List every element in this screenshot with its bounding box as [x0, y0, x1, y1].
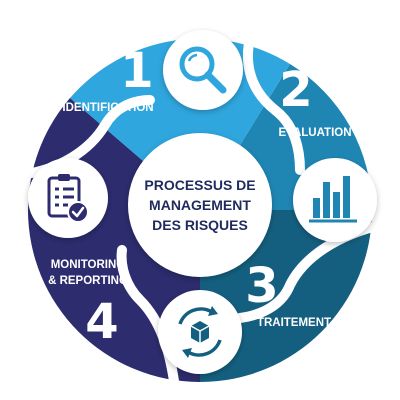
separator-top-right [243, 17, 305, 175]
icon-circle-1 [163, 30, 243, 110]
step-2-number: 2 [279, 62, 312, 118]
center-title-line-1: PROCESSUS DE [144, 177, 255, 193]
clipboard-check-icon [47, 174, 89, 223]
center-title-line-3: DES RISQUES [152, 217, 248, 233]
step-1-label: IDENTIFICATION [62, 102, 153, 114]
step-3-number: 3 [245, 258, 278, 314]
step-4-label-line-2: & REPORTING [48, 275, 128, 287]
box-cycle-icon [178, 306, 222, 358]
step-2-label: EVALUATION [278, 127, 351, 139]
step-4-label-line-1: MONITORING [51, 259, 126, 271]
center-circle [128, 133, 272, 277]
step-3-label: TRAITEMENT [257, 317, 331, 329]
center-title-line-2: MANAGEMENT [149, 197, 251, 213]
magnifier-icon [179, 46, 227, 94]
step-4-number: 4 [85, 294, 118, 350]
step-1-number: 1 [120, 43, 153, 99]
bar-chart-icon [309, 176, 357, 223]
